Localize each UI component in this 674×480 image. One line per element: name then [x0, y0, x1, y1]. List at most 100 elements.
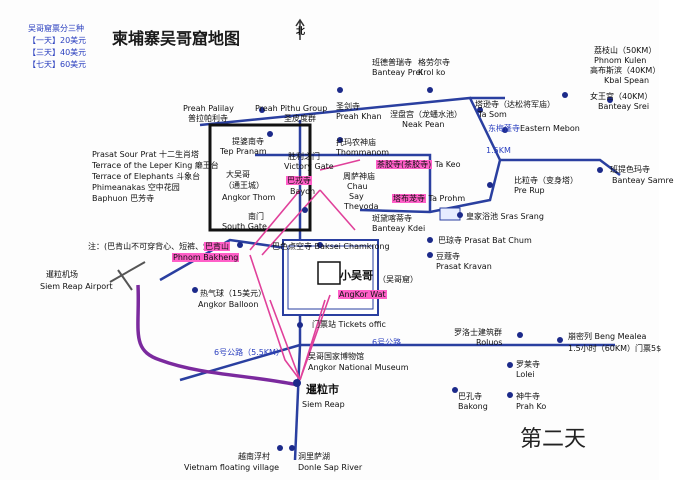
angkor-thom-cn: 大吴哥	[226, 170, 250, 179]
bat-chum-en: Prasat Bat Chum	[464, 236, 532, 245]
road-small-circuit	[255, 153, 432, 212]
museum-cn: 吴哥国家博物馆	[308, 352, 364, 361]
hand-route-airport	[136, 284, 299, 387]
angkor-wat-inner	[287, 245, 374, 310]
left-list-4: Phimeanakas 空中花园	[92, 183, 180, 192]
ta-prohm-cn: 塔布茏寺	[392, 194, 426, 203]
airport-shape	[109, 261, 146, 291]
beng-mealea-cn: 崩密列	[568, 332, 592, 341]
tonle-sap-cn: 洞里萨湖	[298, 452, 330, 461]
tep-pranam-cn: 提婆南寺	[232, 137, 264, 146]
map-lines	[109, 18, 621, 461]
preah-khan-cn: 圣剑寺	[336, 102, 360, 111]
ticket-info-2: 【一天】20美元	[28, 36, 87, 45]
airport-en: Siem Reap Airport	[40, 282, 113, 291]
beng-mealea: 崩密列 Beng Mealea	[568, 332, 646, 341]
north-label: 北	[296, 27, 306, 37]
lolei-cn: 罗莱寺	[516, 360, 540, 369]
pre-rup-en: Pre Rup	[514, 186, 545, 195]
bayon-cn-text: 巴戎寺	[286, 176, 312, 185]
angkor-thom-en: Angkor Thom	[222, 193, 276, 202]
museum-en: Angkor National Museum	[308, 363, 409, 372]
balloon-cn: 热气球（15美元）	[200, 289, 267, 298]
banteay-kdei-en: Banteay Kdei	[372, 224, 426, 233]
victory-gate-cn: 胜利之门	[288, 152, 320, 161]
neak-pean-cn: 涅盘宫（龙蟠水池）	[390, 110, 462, 119]
angkor-wat-cn: 小吴哥	[340, 269, 373, 282]
floating-village-cn: 越南浮村	[238, 452, 270, 461]
roluos-cn: 罗洛士建筑群	[454, 328, 502, 337]
banteay-srei-cn: 女王宫（40KM）	[590, 92, 653, 101]
chau-say-2: Say	[349, 192, 364, 201]
thommanom-en: Thommanom	[336, 148, 390, 157]
lolei-en: Lolei	[516, 370, 535, 379]
left-list-1: Prasat Sour Prat 十二生肖塔	[92, 150, 200, 159]
angkor-map: 柬埔寨吴哥窟地图 北 吴哥窟票分三种 【一天】20美元 【三天】40美元 【七天…	[28, 18, 674, 472]
prah-ko-en: Prah Ko	[516, 402, 547, 411]
preah-pithu-cn: 圣皮度群	[284, 114, 316, 123]
ticket-info-3: 【三天】40美元	[28, 48, 87, 57]
preah-khan-en: Preah Khan	[336, 112, 382, 121]
bakong-cn: 巴孔寺	[458, 392, 482, 401]
pre-rup-cn: 比粒寺（变身塔）	[514, 176, 578, 185]
ta-keo: 茶胶寺(茶胶寺) Ta Keo	[376, 160, 460, 169]
road-6-west	[179, 343, 301, 382]
road-banteay-samre	[500, 158, 621, 176]
banteay-kdei-cn: 斑黛喀蒂寺	[372, 214, 412, 223]
ta-prohm-en: Ta Prohm	[428, 194, 466, 203]
road-6-right-label: 6号公路	[372, 338, 402, 347]
ta-som-en: Ta Som	[478, 110, 507, 119]
balloon-en: Angkor Balloon	[198, 300, 259, 309]
thommanom-cn: 托玛农神庙	[336, 138, 376, 147]
kbal-spean-4: Kbal Spean	[604, 76, 650, 85]
road-tonle-sap	[293, 344, 302, 461]
kravan-en: Prasat Kravan	[436, 262, 492, 271]
ticket-info-4: 【七天】60美元	[28, 60, 87, 69]
south-gate-cn: 南门	[248, 212, 264, 221]
krol-ko-cn: 格劳尔寺	[418, 58, 450, 67]
angkor-wat-sub: （吴哥窟）	[378, 275, 418, 284]
floating-village-en: Vietnam floating village	[184, 463, 280, 472]
angkor-wat-en: AngKor Wat	[338, 290, 387, 299]
sras-srang-pond	[439, 207, 461, 221]
angkor-wat-en-text: AngKor Wat	[338, 290, 387, 299]
bakheng-en: Phnom Bakheng	[172, 253, 240, 262]
siem-reap-cn: 暹粒市	[306, 383, 339, 396]
roluos-en: Roluos	[476, 338, 503, 347]
left-list-3: Terrace of Elephants 斗象台	[92, 172, 201, 181]
bat-chum-cn: 巴琼寺	[438, 236, 462, 245]
left-list-5: Baphuon 巴芳寺	[92, 194, 155, 203]
neak-pean-en: Neak Pean	[402, 120, 445, 129]
angkor-wat-temple	[317, 261, 341, 285]
kbal-spean-3: 高布斯滨（40KM）	[590, 66, 661, 75]
chau-say-cn: 周萨神庙	[343, 172, 375, 181]
tickets-office: 门票站 Tickets offic	[312, 320, 386, 329]
banteay-srei-en: Banteay Srei	[598, 102, 650, 111]
victory-gate-en: Victory Gate	[284, 162, 334, 171]
bakheng-note: 注：(巴肯山不可穿背心、短裤、短裙)	[88, 242, 223, 251]
banteay-prei-en: Banteay Prei	[372, 68, 423, 77]
south-gate-en: South Gate	[222, 222, 267, 231]
bakong-en: Bakong	[458, 402, 488, 411]
baksei: 巴色点空寺 Baksei Chamkrong	[272, 242, 390, 251]
kravan-cn: 豆蔻寺	[436, 252, 460, 261]
krol-ko-en: Krol ko	[418, 68, 446, 77]
preah-palilay-cn: 普拉帕利寺	[188, 114, 228, 123]
tep-pranam-en: Tep Pranam	[220, 147, 267, 156]
bat-chum: 巴琼寺 Prasat Bat Chum	[438, 236, 532, 245]
baksei-cn: 巴色点空寺	[272, 242, 312, 251]
ta-keo-en: Ta Keo	[434, 160, 461, 169]
ta-keo-cn: 茶胶寺(茶胶寺)	[376, 160, 433, 169]
tickets-office-en: Tickets offic	[338, 320, 386, 329]
ta-som-cn: 塔逊寺（达松将军庙）	[475, 100, 555, 109]
chau-say-3: Thevoda	[344, 202, 379, 211]
bakheng-en-text: Phnom Bakheng	[172, 253, 240, 262]
chau-say-1: Chau	[347, 182, 368, 191]
angkor-thom-sub: （通王城）	[224, 181, 264, 190]
banteay-samre-en: Banteay Samre	[612, 176, 674, 185]
sras-srang: 皇家浴池 Sras Srang	[466, 212, 544, 221]
road-airport	[159, 238, 301, 282]
sras-srang-cn: 皇家浴池	[466, 212, 498, 221]
ticket-info-1: 吴哥窟票分三种	[28, 24, 84, 33]
preah-palilay-en: Preah Palilay	[183, 104, 234, 113]
